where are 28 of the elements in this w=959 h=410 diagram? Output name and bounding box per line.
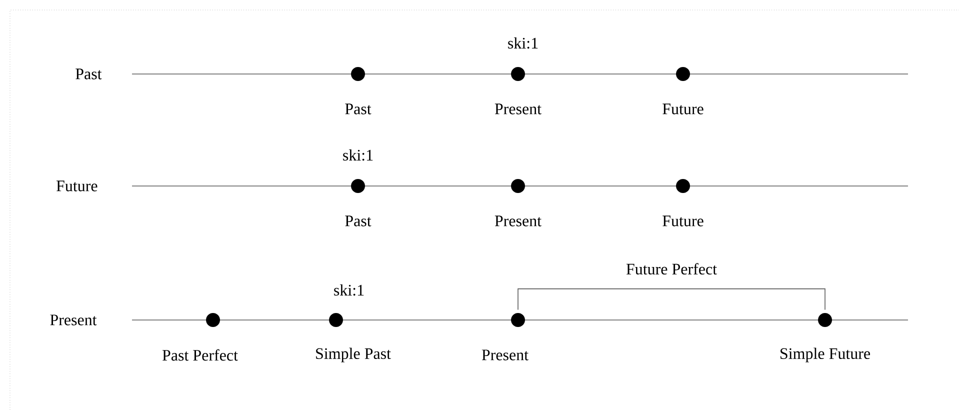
dot-label: ski:1 bbox=[334, 284, 364, 296]
timeline-dot bbox=[818, 313, 832, 327]
dot-label: Past bbox=[345, 104, 372, 114]
dot-label: Present bbox=[482, 350, 528, 360]
dot-label: Past bbox=[345, 216, 372, 226]
row-label: Past bbox=[76, 68, 102, 80]
dot-label: Present bbox=[494, 216, 542, 226]
timeline-dot bbox=[351, 179, 365, 193]
row-label: Present bbox=[50, 314, 97, 326]
timeline-dot bbox=[351, 67, 365, 81]
timeline-dot bbox=[676, 179, 690, 193]
dot-label: Future bbox=[662, 104, 704, 114]
dot-label: Future bbox=[662, 216, 704, 226]
edge-label: Future Perfect bbox=[626, 263, 717, 275]
dot-label: Present bbox=[494, 104, 542, 114]
timeline-dot bbox=[511, 67, 525, 81]
dot-label: Simple Past bbox=[316, 348, 391, 362]
timeline-dot bbox=[511, 179, 525, 193]
dot-label: Simple Future bbox=[780, 348, 870, 362]
dot-label: ski:1 bbox=[508, 37, 538, 49]
timeline-dot bbox=[511, 313, 525, 327]
timeline-dot bbox=[676, 67, 690, 81]
timeline-dot bbox=[329, 313, 343, 327]
timeline-dot bbox=[206, 313, 220, 327]
dot-label: ski:1 bbox=[343, 149, 373, 161]
row-label: Future bbox=[56, 180, 98, 192]
dot-label: Past Perfect bbox=[162, 349, 238, 361]
bracket-line bbox=[518, 288, 826, 310]
